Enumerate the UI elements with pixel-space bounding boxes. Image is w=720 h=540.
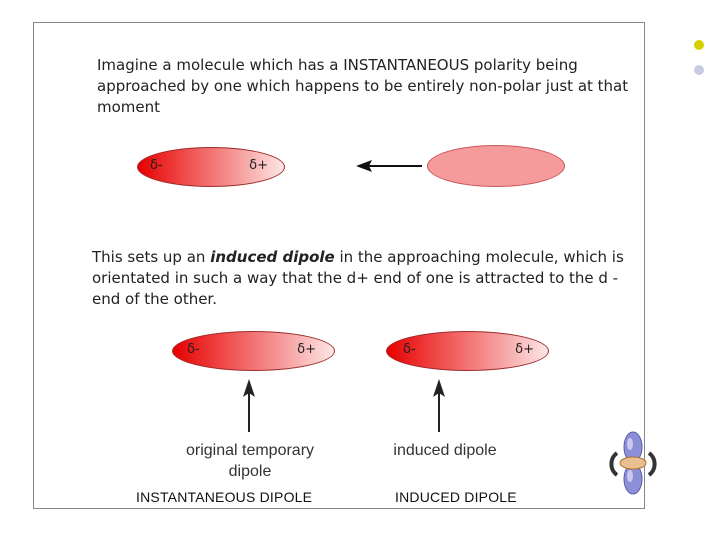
caption-line-1: original temporary (160, 440, 340, 461)
instantaneous-dipole-heading: INSTANTANEOUS DIPOLE (136, 489, 312, 505)
induced-dipole-caption: induced dipole (370, 440, 520, 461)
original-dipole-caption: original temporary dipole (160, 440, 340, 482)
induced-dipole-heading: INDUCED DIPOLE (395, 489, 517, 505)
caption-line-2: dipole (160, 461, 340, 482)
orbital-logo (611, 432, 654, 494)
